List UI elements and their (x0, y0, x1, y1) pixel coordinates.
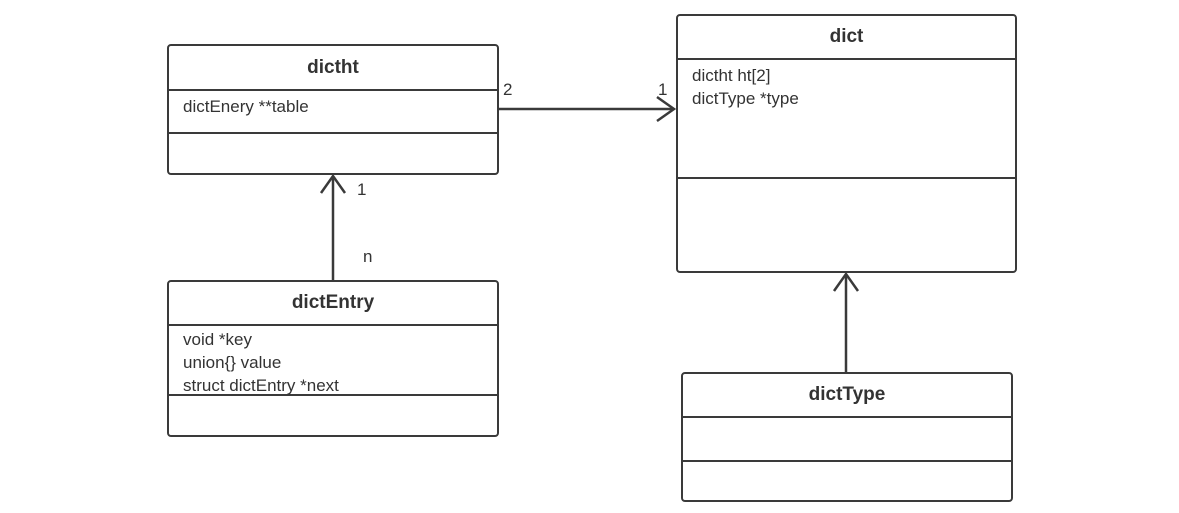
multiplicity-label: 2 (503, 80, 513, 99)
association-dicttype-to-dict[interactable] (832, 271, 860, 372)
attributes-compartment: dictEnery **table (169, 91, 497, 134)
class-name: dictType (683, 374, 1011, 418)
attribute: struct dictEntry *next (183, 376, 339, 395)
class-dictht[interactable]: dictht dictEnery **table (167, 44, 499, 175)
open-arrowhead-icon (832, 271, 860, 292)
attribute: dictType *type (692, 89, 799, 108)
attribute: dictht ht[2] (692, 66, 771, 85)
methods-compartment (683, 462, 1011, 500)
attribute: void *key (183, 330, 252, 349)
attributes-compartment: void *key union{} value struct dictEntry… (169, 326, 497, 396)
association-dictht-to-dict[interactable] (499, 95, 677, 123)
open-arrowhead-icon (656, 95, 677, 123)
multiplicity-label: n (363, 247, 373, 266)
multiplicity-label: 1 (658, 80, 668, 99)
association-dictentry-to-dictht[interactable] (319, 173, 347, 280)
multiplicity-label: 1 (357, 180, 367, 199)
class-name: dict (678, 16, 1015, 60)
attributes-compartment: dictht ht[2] dictType *type (678, 60, 1015, 179)
class-name: dictht (169, 46, 497, 91)
open-arrowhead-icon (319, 173, 347, 194)
class-name: dictEntry (169, 282, 497, 326)
class-dicttype[interactable]: dictType (681, 372, 1013, 502)
methods-compartment (678, 179, 1015, 271)
attribute: union{} value (183, 353, 282, 372)
attributes-compartment (683, 418, 1011, 462)
class-dictentry[interactable]: dictEntry void *key union{} value struct… (167, 280, 499, 437)
class-dict[interactable]: dict dictht ht[2] dictType *type (676, 14, 1017, 273)
attribute: dictEnery **table (183, 97, 309, 116)
methods-compartment (169, 134, 497, 173)
methods-compartment (169, 396, 497, 435)
